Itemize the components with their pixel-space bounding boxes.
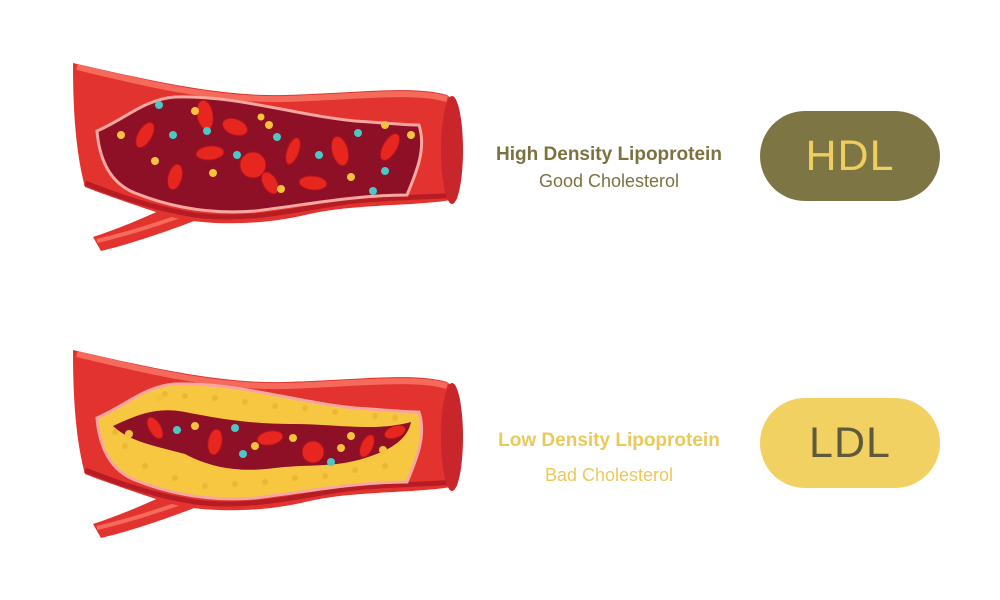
hdl-label: High Density Lipoprotein Good Cholestero… bbox=[464, 142, 754, 194]
ldl-artery-svg bbox=[73, 350, 463, 538]
lipid-particles bbox=[125, 394, 387, 454]
ldl-badge: LDL bbox=[760, 398, 940, 488]
plaque-texture bbox=[112, 391, 398, 489]
ldl-subtitle: Bad Cholesterol bbox=[544, 465, 674, 485]
hdl-title: High Density Lipoprotein bbox=[496, 144, 722, 165]
red-blood-cells bbox=[146, 416, 407, 464]
hdl-subtitle: Good Cholesterol bbox=[538, 171, 680, 191]
hdl-badge: HDL bbox=[760, 111, 940, 201]
lipid-particles bbox=[117, 107, 415, 193]
ldl-label: Low Density Lipoprotein Bad Cholesterol bbox=[464, 428, 754, 488]
hdl-particles bbox=[155, 101, 389, 195]
red-blood-cells bbox=[135, 99, 401, 195]
hdl-particles bbox=[173, 424, 335, 466]
hdl-artery-illustration bbox=[55, 55, 475, 255]
ldl-title: Low Density Lipoprotein bbox=[498, 430, 720, 451]
ldl-artery-illustration bbox=[55, 342, 475, 542]
hdl-artery-svg bbox=[73, 63, 463, 251]
